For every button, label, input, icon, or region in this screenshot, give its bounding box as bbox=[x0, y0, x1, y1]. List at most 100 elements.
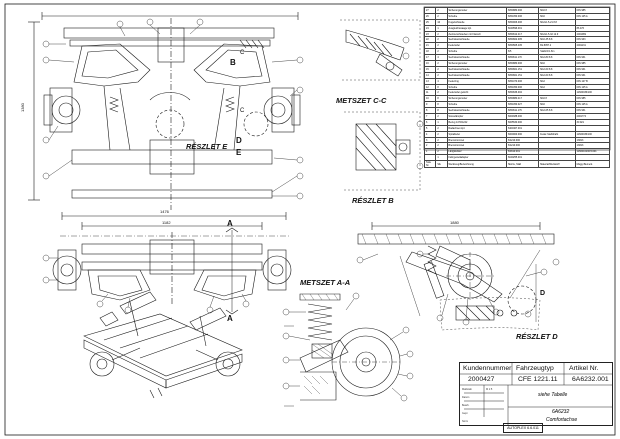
parts-cell: 2 bbox=[435, 48, 448, 56]
parts-cell: 2001131 bbox=[574, 42, 611, 50]
title-header-vehicle: Fahrzeugtyp bbox=[516, 365, 554, 372]
parts-cell: 2 bbox=[435, 7, 448, 14]
parts-cell: 13813 bbox=[574, 136, 611, 144]
parts-cell: 21 bbox=[423, 42, 437, 50]
title-value-article: 6A6232.001 bbox=[572, 376, 609, 383]
parts-cell: DIN 931 bbox=[574, 54, 611, 62]
detail-d-view bbox=[439, 297, 541, 331]
parts-cell: 4 bbox=[435, 54, 448, 62]
detail-b-view bbox=[344, 111, 424, 191]
parts-cell: 23 bbox=[423, 30, 437, 38]
front-view-axle bbox=[42, 212, 292, 315]
view-letter-c-bottom: C bbox=[240, 108, 245, 114]
title-part-number: 6A6232 bbox=[552, 409, 570, 415]
parts-cell: 2 bbox=[435, 130, 448, 138]
parts-cell: 11600036/100 bbox=[574, 130, 611, 138]
parts-cell: 2 bbox=[435, 42, 448, 50]
parts-cell: Magg./Bemerk. bbox=[574, 160, 611, 169]
dimension-width-top: 1476 bbox=[160, 209, 169, 214]
parts-cell: Stahl/d=1.8m bbox=[538, 48, 576, 56]
side-view-axle bbox=[356, 222, 560, 326]
parts-cell: Bü 8057.2 bbox=[538, 42, 576, 50]
view-letter-a-top: A bbox=[227, 219, 233, 228]
meta-drawn: Bearb. bbox=[462, 404, 470, 407]
parts-cell: 3 bbox=[423, 136, 437, 144]
dimension-width-mid: 1182 bbox=[162, 220, 171, 225]
caption-detail-e: RÉSZLET E bbox=[186, 142, 228, 151]
title-designation-2: Comfortachse bbox=[546, 417, 578, 423]
title-designation-1: siehe Tabelle bbox=[538, 392, 568, 398]
view-letter-e: E bbox=[236, 148, 242, 157]
parts-cell: 11600102/015-001 bbox=[574, 148, 611, 156]
parts-cell: M12x1.5-32 12.9 bbox=[538, 30, 576, 38]
parts-cell bbox=[574, 124, 611, 132]
parts-cell: 2001969 bbox=[574, 30, 611, 38]
parts-cell: Feder-Stahldraht bbox=[538, 130, 576, 138]
parts-cell: 2 bbox=[435, 148, 448, 156]
parts-cell: 17 bbox=[423, 54, 437, 62]
parts-cell: 13813 bbox=[574, 142, 611, 150]
title-value-vehicle: CFE 1221.11 bbox=[518, 376, 558, 383]
caption-detail-d: RÉSZLET D bbox=[516, 332, 558, 341]
plan-view-axle bbox=[28, 12, 304, 210]
parts-cell: 1 bbox=[423, 148, 437, 156]
parts-cell: Werkzeug/Bezeichnung bbox=[446, 160, 507, 169]
parts-cell bbox=[574, 48, 611, 56]
parts-cell: 2 bbox=[423, 142, 437, 150]
meta-scale-label: Maßstab bbox=[462, 388, 472, 391]
parts-cell: 2 bbox=[435, 136, 448, 144]
section-aa-view bbox=[282, 292, 414, 407]
parts-cell: DIN 933 bbox=[574, 36, 611, 44]
parts-cell bbox=[538, 142, 576, 150]
parts-cell: M10 8 bbox=[538, 7, 576, 14]
caption-section-cc: METSZET C-C bbox=[336, 96, 387, 105]
meta-date: Datum bbox=[462, 396, 470, 399]
parts-cell: 22 bbox=[423, 36, 437, 44]
parts-cell bbox=[538, 148, 576, 156]
view-letter-a-bottom: A bbox=[227, 314, 233, 323]
parts-cell: M12-80 8.8 bbox=[538, 54, 576, 62]
parts-cell bbox=[538, 124, 576, 132]
parts-cell: 2 bbox=[435, 36, 448, 44]
dimension-length-side: 1880 bbox=[450, 220, 459, 225]
title-header-article: Artikel Nr. bbox=[569, 365, 599, 372]
meta-checked: Gepr. bbox=[462, 412, 469, 415]
title-block: Kundennummer Fahrzeugtyp Artikel Nr. 200… bbox=[459, 362, 613, 426]
dimension-height: 1380 bbox=[20, 103, 25, 112]
parts-cell: Skizze, Maß bbox=[505, 160, 540, 169]
parts-cell: M10-35 8.8 bbox=[538, 36, 576, 44]
title-value-customer: 2000427 bbox=[468, 376, 495, 383]
title-header-customer: Kundennummer bbox=[463, 365, 512, 372]
parts-cell: 2 bbox=[435, 142, 448, 150]
isometric-view bbox=[83, 291, 243, 399]
parts-cell: 4 bbox=[423, 130, 437, 138]
parts-cell: 18 bbox=[423, 48, 437, 56]
parts-cell: 27 bbox=[423, 7, 437, 14]
parts-cell bbox=[538, 136, 576, 144]
view-letter-c-top: C bbox=[240, 50, 245, 56]
parts-cell: Material/Werkstoff bbox=[538, 160, 576, 169]
parts-cell: DIN 985 bbox=[574, 7, 611, 14]
view-letter-d: D bbox=[236, 136, 242, 145]
parts-cell: 2 bbox=[435, 30, 448, 38]
caption-detail-b: RÉSZLET B bbox=[352, 196, 394, 205]
parts-cell: 2 bbox=[435, 124, 448, 132]
view-letter-b: B bbox=[230, 58, 236, 67]
title-block-grid bbox=[460, 363, 612, 425]
